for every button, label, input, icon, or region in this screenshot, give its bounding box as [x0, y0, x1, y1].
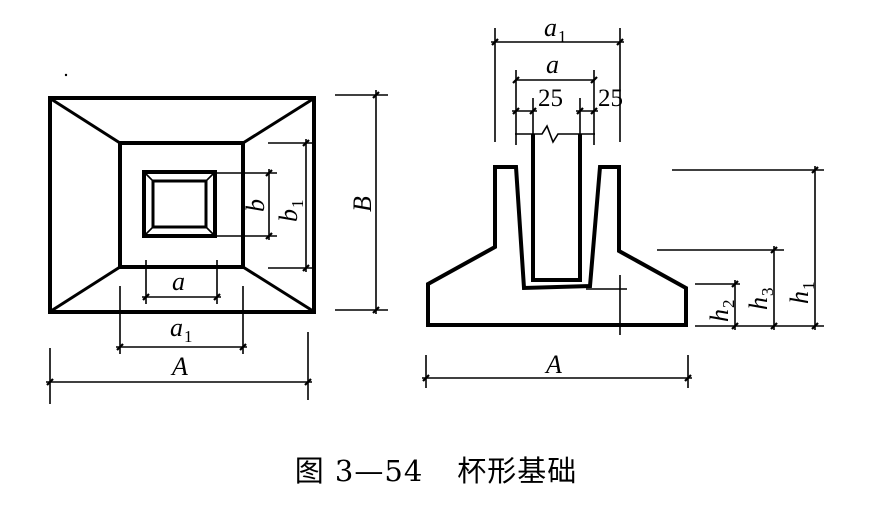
label-A-section: A [544, 350, 562, 379]
dimension-B-plan [335, 90, 388, 314]
dimension-b-plan [217, 169, 277, 240]
slope-lines [50, 97, 314, 313]
column-break-line [515, 124, 595, 144]
pedestal-outline [118, 141, 245, 269]
dimension-a-section [512, 70, 598, 145]
label-a-plan: a [172, 267, 185, 296]
label-h3: h3 [744, 288, 777, 311]
label-25-right: 25 [598, 85, 623, 112]
dimension-A-plan [46, 332, 312, 404]
foundation-section-outline [426, 165, 688, 327]
label-b-plan: b [241, 199, 270, 212]
figure-caption: 图 3—54 杯形基础 [0, 448, 872, 490]
cup-socket-outer [142, 170, 217, 238]
label-a-section: a [546, 50, 559, 79]
speck-dot [64, 73, 68, 77]
dimension-25-gaps [512, 98, 598, 135]
label-a1-section: a1 [544, 13, 567, 46]
label-h1: h1 [785, 282, 818, 305]
label-a1-plan: a1 [170, 313, 193, 346]
dimension-a-plan [142, 260, 221, 304]
caption-number: 图 3—54 [294, 454, 424, 488]
caption-title: 杯形基础 [457, 454, 578, 488]
label-A-plan: A [170, 352, 188, 381]
base-outline [48, 96, 316, 314]
label-b1-plan: b1 [274, 200, 307, 223]
plan-view: a a1 A b b1 B [46, 90, 388, 404]
label-25-left: 25 [538, 85, 563, 112]
section-view: a1 a 25 25 A h2 h3 h1 [422, 13, 824, 388]
dimension-a1-section [491, 28, 624, 142]
dimension-heights [657, 166, 824, 330]
dimension-a1-plan [116, 286, 247, 354]
dimension-A-section [422, 355, 692, 388]
socket-chamfer-lines [145, 173, 214, 235]
label-h2: h2 [705, 300, 738, 323]
cup-socket-inner [151, 179, 208, 229]
column-outline [531, 134, 582, 282]
dimension-b1-plan [268, 139, 315, 272]
label-B-plan: B [348, 196, 377, 212]
